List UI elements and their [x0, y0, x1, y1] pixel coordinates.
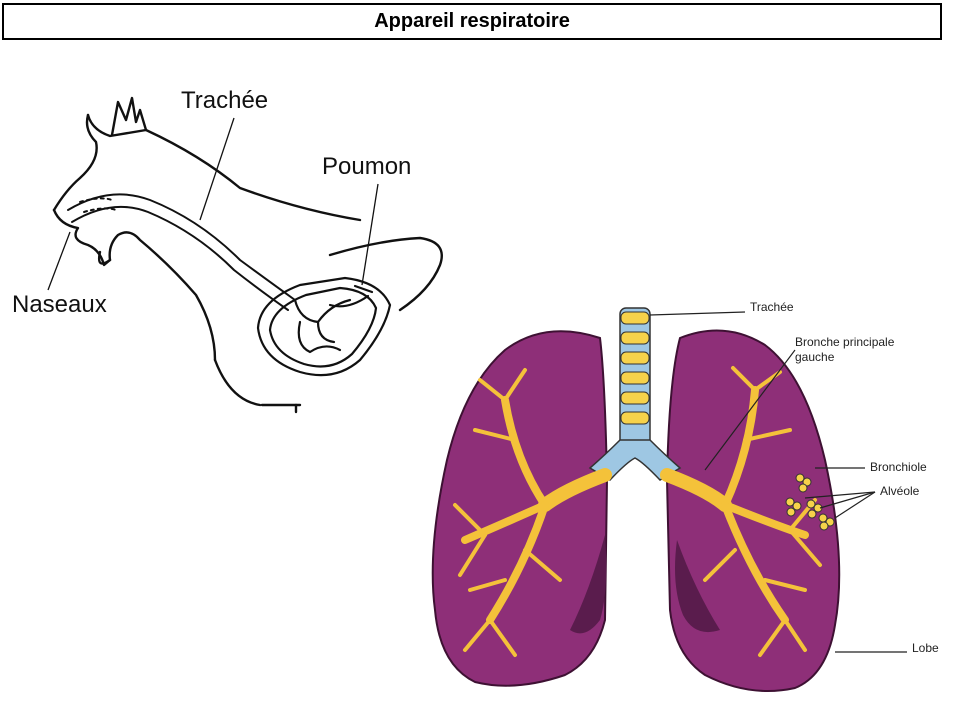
- alveoli-clusters: [785, 473, 835, 531]
- lung-left-dark-lobe: [570, 535, 607, 634]
- title-box: Appareil respiratoire: [2, 3, 942, 40]
- label-lung-sketch: Poumon: [322, 153, 411, 180]
- label-trachea: Trachée: [750, 300, 794, 314]
- label-alveole: Alvéole: [880, 484, 920, 498]
- label-bronchiole: Bronchiole: [870, 460, 927, 474]
- label-lobe: Lobe: [912, 641, 939, 655]
- page-title: Appareil respiratoire: [374, 10, 570, 32]
- label-main-bronchus-line2: gauche: [795, 350, 835, 364]
- lung-leader-lines: [649, 311, 907, 653]
- trachea: [588, 307, 682, 481]
- horse-outline: [52, 96, 443, 414]
- label-main-bronchus-line1: Bronche principale: [795, 335, 895, 349]
- sketch-leader-lines: [47, 117, 379, 291]
- lung-left-shape: [431, 330, 609, 687]
- sketch-trachea: [67, 193, 296, 311]
- bronchial-tree: [453, 366, 822, 657]
- sketch-lungs: [256, 276, 392, 377]
- lung-right-dark-lobe: [675, 540, 720, 633]
- horse-respiratory-sketch: Trachée Poumon Naseaux: [12, 87, 443, 414]
- label-nostrils-sketch: Naseaux: [12, 291, 107, 318]
- lung-right-shape: [665, 329, 841, 693]
- label-trachea-sketch: Trachée: [181, 87, 268, 114]
- lungs-illustration: Trachée Bronche principale gauche Bronch…: [431, 300, 939, 693]
